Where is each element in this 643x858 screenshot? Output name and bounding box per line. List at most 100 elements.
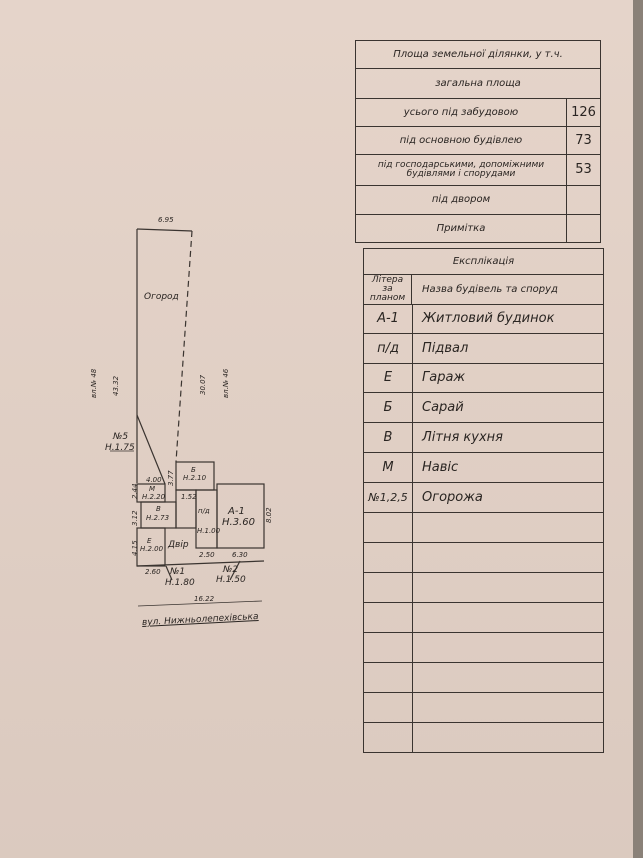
explication-title-row: Експлікація xyxy=(363,248,604,275)
dim-3-77: 3.77 xyxy=(167,470,175,486)
building-name: Навіс xyxy=(422,459,459,475)
area-row-total-title: Площа земельної ділянки, у т.ч. xyxy=(355,40,601,69)
paper-edge xyxy=(633,0,643,858)
cellar-label: п/д xyxy=(198,507,210,515)
len-right: 30.07 xyxy=(199,374,207,395)
building-b-label: Б xyxy=(191,466,196,474)
fence-5-line xyxy=(136,414,166,485)
area-row-label: Примітка xyxy=(436,222,486,234)
dim-2-50: 2.50 xyxy=(199,551,215,559)
house-a1-height: Н.3.60 xyxy=(222,517,255,528)
house-a1-outline xyxy=(216,483,265,549)
building-litera: п/д xyxy=(364,334,413,363)
empty-row xyxy=(363,603,604,633)
building-row: №1,2,5 Огорожа xyxy=(363,483,604,513)
building-row: Е Гараж xyxy=(363,364,604,393)
garden-label: Огород xyxy=(144,292,179,302)
dim-2-60: 2.60 xyxy=(145,568,161,576)
site-plan-lines xyxy=(110,228,265,607)
building-row: А-1 Житловий будинок xyxy=(363,305,604,334)
empty-row xyxy=(363,633,604,663)
building-name: Житловий будинок xyxy=(422,311,555,326)
fence-1-leader xyxy=(165,565,173,581)
building-v-height: Н.2.73 xyxy=(146,514,170,522)
house-a1-label: А-1 xyxy=(228,506,245,517)
cellar-outline xyxy=(195,489,218,549)
cellar-height: Н.1.00 xyxy=(197,527,221,535)
dim-8-02: 8.02 xyxy=(265,507,273,523)
frontage-line xyxy=(136,560,265,567)
empty-row xyxy=(363,723,604,753)
building-v-label: В xyxy=(156,505,161,513)
area-row-value xyxy=(566,186,600,214)
area-row-main-building: під основною будівлею 73 xyxy=(355,127,601,155)
dim-6-30: 6.30 xyxy=(232,551,248,559)
dim-4-00: 4.00 xyxy=(146,476,162,484)
yard-label: Двір xyxy=(168,540,189,550)
empty-row xyxy=(363,573,604,603)
fence-2-height: Н.1.50 xyxy=(216,575,246,585)
area-row-value: 126 xyxy=(566,99,600,126)
area-row-auxiliary: під господарськими, допоміжними будівлям… xyxy=(355,155,601,186)
building-name: Гараж xyxy=(422,370,466,385)
area-row-note: Примітка xyxy=(355,215,601,243)
fence-5-height: Н.1.75 xyxy=(105,443,135,453)
building-b-height: Н.2.10 xyxy=(183,474,207,482)
building-e-height: Н.2.00 xyxy=(140,545,164,553)
explication-table: Експлікація Літера за планом Назва будів… xyxy=(363,248,604,753)
fence-2-leader xyxy=(229,560,241,581)
area-row-yard: під двором xyxy=(355,186,601,215)
col-litera-header: Літера за планом xyxy=(364,275,412,304)
dim-2-44: 2.44 xyxy=(131,483,139,499)
dim-4-15: 4.15 xyxy=(131,540,139,556)
area-row-value: 53 xyxy=(566,155,600,185)
explication-title: Експлікація xyxy=(452,255,515,267)
land-area-table: Площа земельної ділянки, у т.ч. загальна… xyxy=(355,40,601,243)
site-plan: 6.95 Огород вл.№ 48 43.32 30.07 вл.№ 46 … xyxy=(90,216,273,628)
neighbor-right: вл.№ 46 xyxy=(222,368,230,398)
building-litera: А-1 xyxy=(364,305,413,333)
fence-2-label: №2 xyxy=(223,565,239,575)
neighbor-left: вл.№ 48 xyxy=(90,368,98,398)
area-row-label: Площа земельної ділянки, у т.ч. xyxy=(393,48,563,60)
dim-3-12: 3.12 xyxy=(131,510,139,526)
area-row-label: під основною будівлею xyxy=(399,134,523,146)
fence-5-label: №5 xyxy=(113,432,129,442)
building-litera: Е xyxy=(364,364,413,392)
dim-width-bottom: 16.22 xyxy=(194,595,215,603)
len-left: 43.32 xyxy=(112,375,120,396)
area-row-value xyxy=(566,215,600,242)
building-m-height: Н.2.20 xyxy=(142,493,166,501)
explication-header-row: Літера за планом Назва будівель та спору… xyxy=(363,275,604,305)
building-row: Б Сарай xyxy=(363,393,604,423)
building-name: Літня кухня xyxy=(422,429,503,445)
area-row-label: під двором xyxy=(431,194,491,205)
building-litera: №1,2,5 xyxy=(364,483,413,512)
area-row-general: загальна площа xyxy=(355,69,601,99)
building-name: Сарай xyxy=(422,399,464,415)
empty-row xyxy=(363,693,604,723)
building-name: Підвал xyxy=(422,340,469,356)
building-m-label: М xyxy=(149,485,156,493)
building-row: В Літня кухня xyxy=(363,423,604,453)
building-litera: В xyxy=(364,423,413,452)
right-boundary xyxy=(175,230,193,463)
building-litera: М xyxy=(364,453,413,482)
area-row-built: усього під забудовою 126 xyxy=(355,99,601,127)
col-name-header: Назва будівель та споруд xyxy=(422,283,558,295)
empty-row xyxy=(363,543,604,573)
building-name: Огорожа xyxy=(422,489,483,505)
building-row: М Навіс xyxy=(363,453,604,483)
fence-1-label: №1 xyxy=(170,567,186,577)
area-row-label: усього під забудовою xyxy=(403,106,519,118)
street-dimension-line xyxy=(137,600,263,607)
area-row-label: загальна площа xyxy=(435,77,521,89)
building-row: п/д Підвал xyxy=(363,334,604,364)
building-litera: Б xyxy=(364,393,413,422)
fence-1-height: Н.1.80 xyxy=(165,578,195,588)
dim-1-52: 1.52 xyxy=(181,493,197,501)
top-boundary xyxy=(136,228,193,232)
empty-row xyxy=(363,513,604,543)
building-e-label: Е xyxy=(147,537,152,545)
